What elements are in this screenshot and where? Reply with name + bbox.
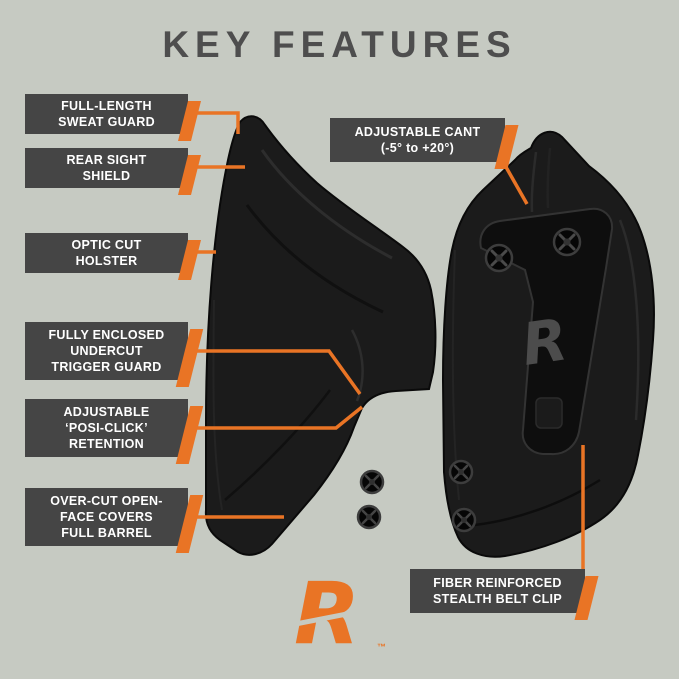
callout-label: ADJUSTABLE CANT (-5° to +20°) — [354, 125, 481, 155]
callout-label: REAR SIGHT SHIELD — [66, 153, 147, 183]
belt-clip-body — [479, 207, 614, 456]
holster-back-cant-ridge-2 — [546, 147, 552, 209]
callout-fully-enclosed-trigger-guard: FULLY ENCLOSED UNDERCUT TRIGGER GUARD — [25, 322, 188, 380]
callout-label: FIBER REINFORCED STEALTH BELT CLIP — [433, 576, 562, 606]
callout-over-cut-open-face: OVER-CUT OPEN- FACE COVERS FULL BARREL — [25, 488, 188, 546]
page-title: KEY FEATURES — [162, 24, 517, 65]
callout-label: OVER-CUT OPEN- FACE COVERS FULL BARREL — [50, 494, 163, 540]
callout-optic-cut-holster: OPTIC CUT HOLSTER — [25, 233, 188, 273]
retention-screw-back-lower — [451, 507, 477, 533]
callout-full-length-sweat-guard: FULL-LENGTH SWEAT GUARD — [25, 94, 188, 134]
brand-logo-trademark: ™ — [377, 642, 386, 652]
belt-clip-cutout — [535, 397, 563, 429]
retention-screw-front-lower — [356, 504, 382, 530]
clip-screw-left — [484, 243, 514, 273]
callout-fiber-reinforced-belt-clip: FIBER REINFORCED STEALTH BELT CLIP — [410, 569, 585, 613]
callout-label: OPTIC CUT HOLSTER — [71, 238, 142, 268]
clip-screw-right — [552, 227, 582, 257]
belt-clip: R — [479, 207, 614, 456]
callout-label: FULLY ENCLOSED UNDERCUT TRIGGER GUARD — [48, 328, 165, 374]
holster-back-bottom-line — [474, 478, 601, 527]
brand-logo: R ™ — [290, 571, 390, 660]
callout-adjustable-cant: ADJUSTABLE CANT (-5° to +20°) — [330, 118, 505, 162]
holster-front-view — [204, 115, 437, 556]
callout-adjustable-posi-click-retention: ADJUSTABLE ‘POSI-CLICK’ RETENTION — [25, 399, 188, 457]
holster-front-mold-line-2 — [245, 204, 384, 314]
holster-back-view: R — [441, 130, 655, 558]
callout-rear-sight-shield: REAR SIGHT SHIELD — [25, 148, 188, 188]
holster-front-mold-line-1 — [260, 149, 393, 260]
belt-clip-logo: R — [518, 305, 572, 379]
callout-label: ADJUSTABLE ‘POSI-CLICK’ RETENTION — [63, 405, 150, 451]
retention-screw-front-upper — [359, 469, 385, 495]
callout-label: FULL-LENGTH SWEAT GUARD — [58, 99, 155, 129]
holster-back-cant-ridge-1 — [530, 151, 538, 213]
holster-front-body — [204, 115, 437, 556]
holster-front-barrel-line — [224, 389, 331, 501]
retention-screw-back-upper — [448, 459, 474, 485]
holster-back-edge-line-right — [618, 219, 640, 421]
